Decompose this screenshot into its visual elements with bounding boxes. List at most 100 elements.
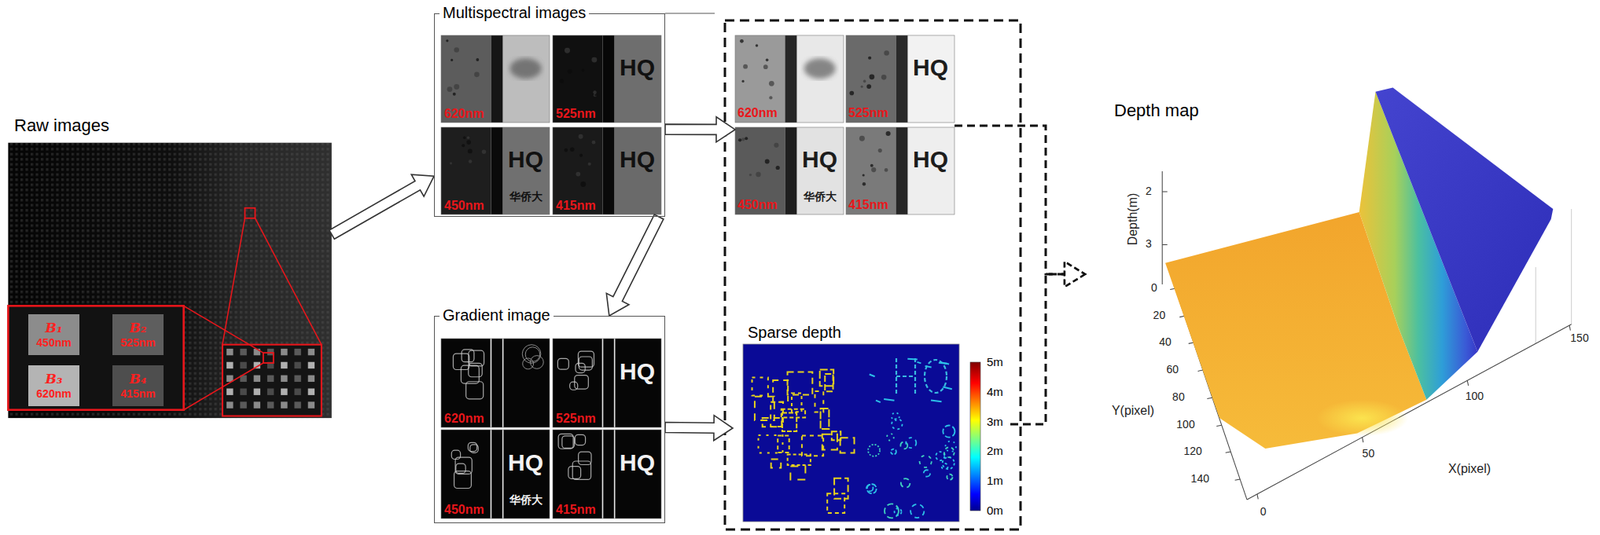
gradient-panel: Gradient image620nm525nm450nm415nm <box>434 316 666 524</box>
edge-line <box>614 430 616 519</box>
colorbar-tick-label: 0m <box>986 504 1004 519</box>
depth-edge-points <box>820 370 834 387</box>
axis-tick-label: 50 <box>1362 448 1376 460</box>
axis-title: Y(pixel) <box>1111 404 1155 419</box>
edge-line <box>602 430 604 519</box>
axis-tick <box>1206 397 1212 399</box>
tile-region <box>503 127 550 215</box>
tile-border <box>845 127 955 215</box>
band-label: 525nm <box>120 336 155 350</box>
depth-edge-points <box>777 436 789 453</box>
tile-region <box>441 127 491 215</box>
depth-edge-points <box>869 375 876 378</box>
far-surface <box>1375 88 1553 353</box>
zoom-pixel <box>308 375 315 383</box>
depth-edge-points <box>916 362 921 365</box>
depth-edge-points <box>890 449 897 456</box>
chart-dot <box>474 72 480 78</box>
tile-label: 450nm <box>444 198 485 214</box>
depth-edge-points <box>787 454 811 466</box>
tile-label: 620nm <box>444 411 485 427</box>
depth-edge-points <box>782 412 797 431</box>
multispectral-panel: Multispectral images620nm525nm450nm415nm <box>434 13 666 218</box>
zoom-pixel <box>226 349 233 356</box>
raw-image <box>7 143 332 419</box>
depth-edge-points <box>762 418 783 427</box>
sparse-depth-image <box>742 344 960 523</box>
tile-region <box>908 127 955 215</box>
zoom-inset-frame <box>7 305 184 410</box>
depth-edge-points <box>790 467 806 481</box>
axis-tick-label: 0 <box>1260 506 1267 519</box>
edge-outline <box>525 347 540 362</box>
tile-band <box>602 127 615 215</box>
chart-dot <box>741 137 745 141</box>
axis-tick <box>1467 380 1468 386</box>
depth-edge-points <box>771 459 782 468</box>
image-tiles <box>441 35 955 519</box>
colorbar <box>970 362 981 512</box>
chart-dot <box>755 44 758 47</box>
chart-dot <box>449 161 453 165</box>
depth-edge-points <box>946 474 953 481</box>
axis-tick <box>1216 425 1222 427</box>
raw-image-panel: Raw imagesB₁450nmB₂525nmB₃620nmB₄415nm <box>7 112 332 419</box>
tile-band <box>895 35 908 123</box>
zoom-pixel <box>226 401 233 409</box>
axis-tick-label: 150 <box>1570 332 1589 345</box>
tile-region <box>735 35 785 123</box>
depth-edge-points <box>930 400 942 402</box>
depth-edge-points <box>910 504 924 519</box>
zoom-pixel <box>308 388 315 395</box>
zoom-pixel <box>226 388 233 395</box>
tile-ground <box>552 430 662 519</box>
hollow-flow-arrow <box>329 174 435 240</box>
pixel-group-square <box>263 353 274 364</box>
band-pixel: B₃620nm <box>28 365 80 407</box>
zoom-pixel <box>294 375 301 383</box>
tile-band <box>490 127 503 215</box>
axis-tick-label: 40 <box>1158 336 1172 349</box>
depth-edge-points <box>752 378 769 397</box>
chart-dot <box>871 167 876 173</box>
zoom-pixel <box>280 362 287 369</box>
edge-outline <box>572 461 591 480</box>
tile-label: 415nm <box>555 198 596 214</box>
depth-edge-points <box>883 399 894 401</box>
edge-outline <box>522 345 541 365</box>
chart-dot <box>461 143 465 148</box>
depth-edge-points <box>824 374 833 392</box>
dashed-group-frame <box>724 20 1021 530</box>
edge-outline <box>557 358 569 370</box>
zoom-pixel <box>308 401 315 409</box>
chart-dot <box>878 148 883 153</box>
edge-line <box>602 338 604 428</box>
tile-ground <box>552 338 662 428</box>
colorbar-tick-label: 4m <box>986 386 1004 400</box>
tile-label: 415nm <box>555 503 596 518</box>
band-label: B₁ <box>45 320 63 337</box>
axis-tick-label: 0 <box>1151 283 1158 295</box>
zoom-leader <box>183 305 264 354</box>
chart-dot <box>763 64 769 70</box>
axis-tick <box>1235 479 1240 481</box>
axis-tick-label: 3 <box>1145 238 1152 251</box>
depth-edge-points <box>840 437 855 453</box>
chart-dot <box>739 39 744 44</box>
chart-dot <box>564 47 571 54</box>
zoom-pixel <box>267 375 274 383</box>
tile-band <box>602 35 615 123</box>
depth-edge-points <box>815 391 824 413</box>
tile-band <box>784 35 797 123</box>
chart-dot <box>453 47 459 52</box>
edge-outline <box>460 365 479 384</box>
tile-band <box>784 127 797 215</box>
depth-edge-points <box>945 441 957 453</box>
tile-border <box>845 35 955 123</box>
tile-ground <box>441 338 550 428</box>
zoom-leader <box>222 218 246 346</box>
zoom-pixel <box>280 388 287 395</box>
edge-outline <box>574 375 589 390</box>
zoom-pixel <box>294 401 301 409</box>
